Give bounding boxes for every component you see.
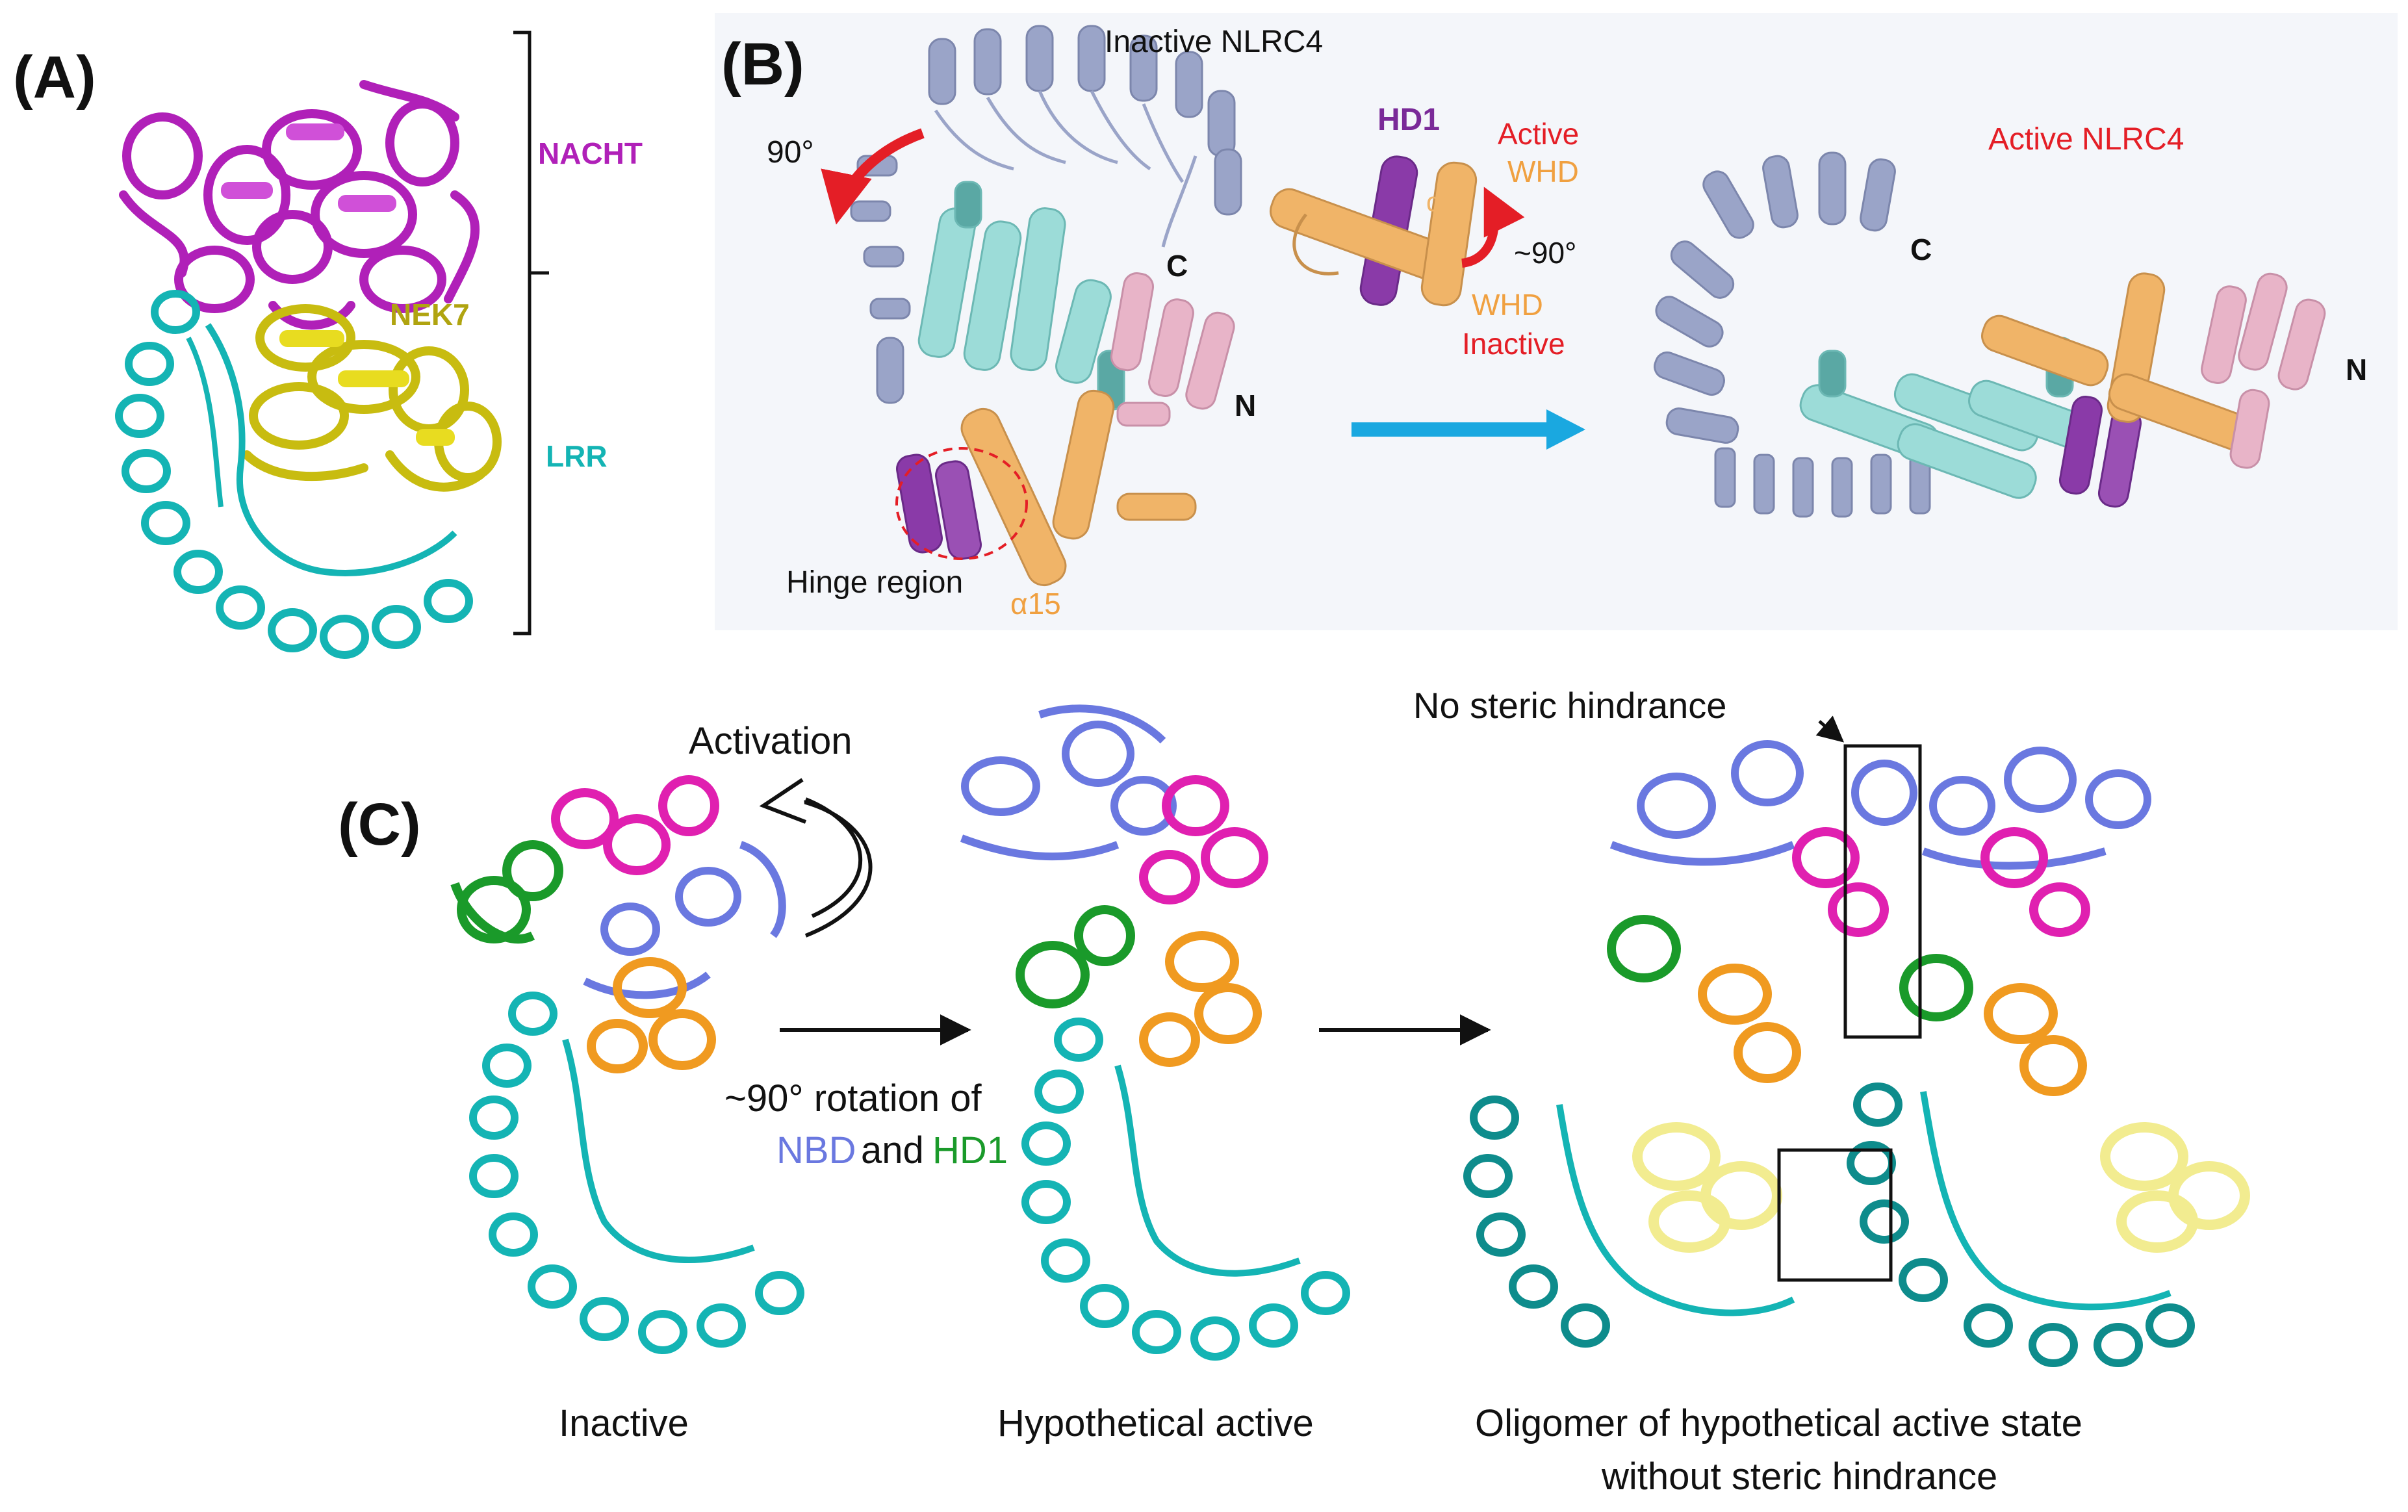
panel-c-letter: (C) [338,791,421,858]
inset-approx-90-label: ~90° [1514,236,1576,270]
inset-hd1-label: HD1 [1377,103,1440,137]
hd1-whd-inset [1270,155,1525,307]
active-hd1-whd-pink [1981,272,2326,508]
activation-arrow [759,778,873,938]
nek7-helix-highlights [279,330,455,446]
panel-c: (C) [338,685,2250,1498]
caption-oligomer-line2: without steric hindrance [1601,1455,1997,1498]
nacht-label: NACHT [538,136,643,170]
caption-inactive: Inactive [559,1402,689,1444]
rotation-90-label: 90° [767,135,814,170]
steric-box-lower [1777,1148,1893,1282]
inactive-c-terminus: C [1166,249,1188,283]
no-steric-hindrance-label: No steric hindrance [1413,685,1726,726]
hinge-region-label: Hinge region [786,565,963,600]
hypothetical-active-structure [960,704,1350,1361]
inactive-lrr-loops [934,90,1198,248]
active-hd-cylinders [1799,337,2096,499]
inactive-lrr-arc [850,25,1242,404]
inset-whd-active-label: WHD [1507,155,1579,188]
inset-rotation-arrow [1461,186,1525,268]
transition-arrow-blue [1351,409,1585,450]
rotation-caption-line1: ~90° rotation of [724,1077,982,1120]
panel-a-letter: (A) [13,44,96,110]
hinge-region-marker [895,447,1028,560]
panel-a: (A) [13,31,643,659]
inactive-alpha15-label: α15 [1010,587,1061,621]
inactive-hd1-whd [896,389,1197,587]
no-steric-pointer [1815,715,1845,743]
caption-hypothetical-active: Hypothetical active [997,1402,1314,1444]
panel-b-letter: (B) [721,31,804,97]
domain-bracket [513,31,549,635]
inactive-structure [450,775,804,1354]
inactive-pink-domain [1110,272,1235,427]
hd1-label: HD1 [932,1129,1008,1172]
nbd-label: NBD [776,1129,856,1172]
active-nlrc4-title: Active NLRC4 [1988,122,2184,157]
inactive-hd-cylinders [917,181,1125,411]
nek7-label: NEK7 [390,298,470,331]
inset-inactive-label: Inactive [1462,327,1565,361]
steric-box-upper [1843,744,1922,1039]
inset-alpha15-label: α15 [1426,186,1472,217]
inactive-n-terminus: N [1235,389,1256,422]
active-n-terminus: N [2346,353,2367,387]
panel-b: (B) [715,13,2398,630]
nacht-domain-structure [119,80,480,330]
lrr-label: LRR [546,439,608,473]
lrr-structure [115,290,473,659]
rotation-arrow-red [821,128,925,225]
oligomer-structure [1463,740,2250,1367]
nacht-helix-highlights [221,123,396,212]
activation-label: Activation [689,720,852,762]
active-lrr-arc [1654,151,1931,518]
active-c-terminus: C [1910,233,1932,266]
inactive-nlrc4-title: Inactive NLRC4 [1105,25,1323,59]
inset-active-label: Active [1498,117,1579,151]
inset-whd-inactive-label: WHD [1472,288,1543,322]
caption-oligomer-line1: Oligomer of hypothetical active state [1475,1402,2082,1444]
and-label: and [861,1129,924,1172]
